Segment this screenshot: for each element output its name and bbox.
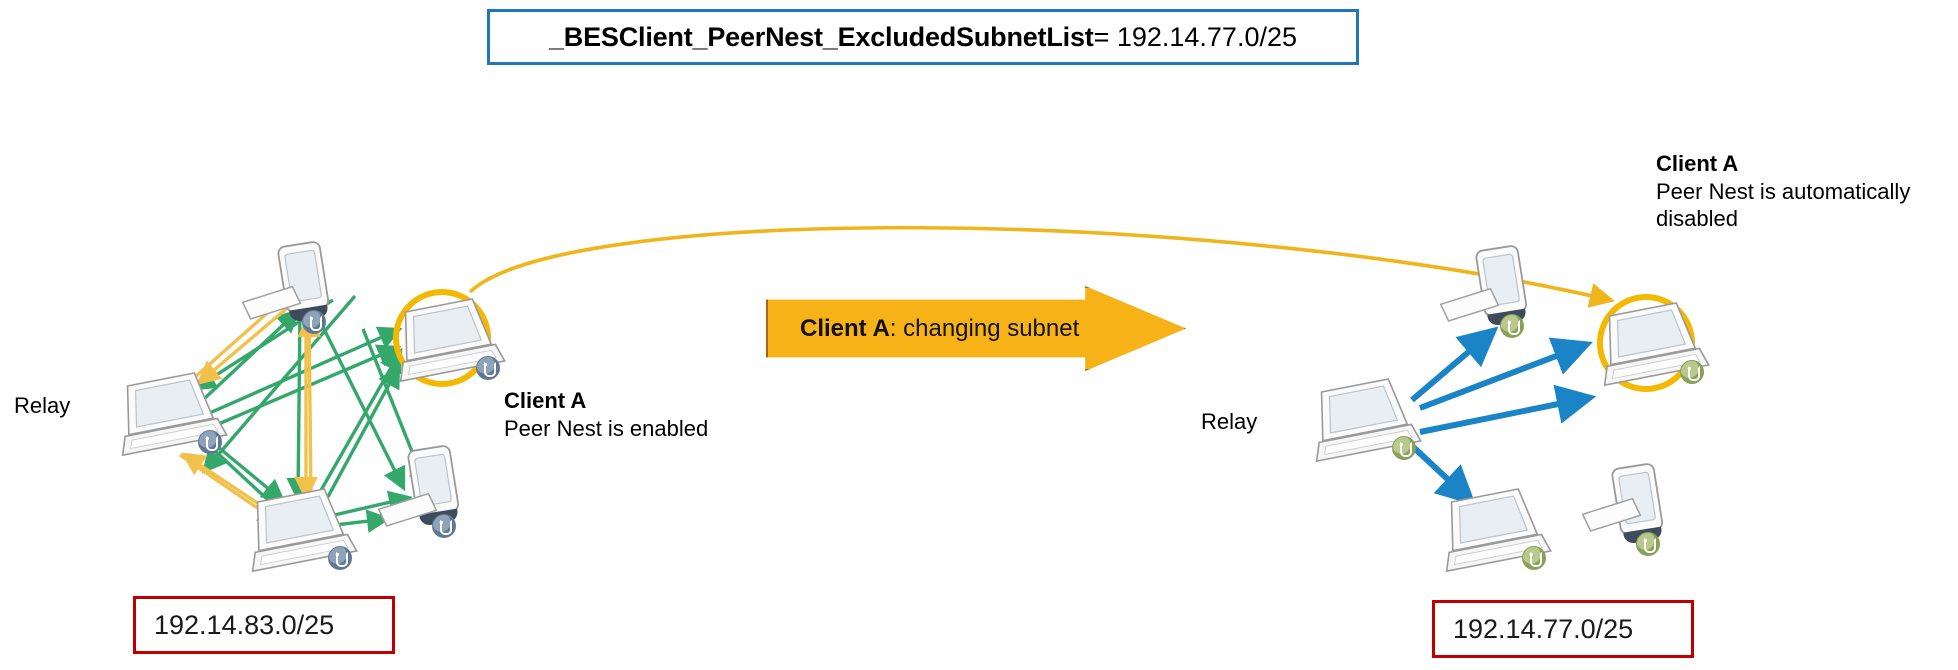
right-relay-links <box>1407 326 1597 506</box>
laptop-icon <box>1445 488 1552 573</box>
keyboard-device-left-bottom <box>374 492 440 529</box>
banner-text: Client A: changing subnet <box>800 286 1079 371</box>
client-badge-icon <box>198 430 222 454</box>
client-a-caption-left: Client A Peer Nest is enabled <box>504 387 708 442</box>
client-a-detail-right-line1: Peer Nest is automatically <box>1656 178 1911 204</box>
client-a-detail-right-line2: disabled <box>1656 206 1738 231</box>
excluded-subnet-setting-box: _BESClient_PeerNest_ExcludedSubnetList =… <box>487 9 1359 65</box>
keyboard-device-right-top <box>1436 287 1502 324</box>
laptop-icon <box>121 372 228 457</box>
banner-rest: : changing subnet <box>889 314 1080 342</box>
laptop-icon <box>1315 378 1422 463</box>
keyboard-device-right-lower <box>1578 497 1644 534</box>
setting-key: _BESClient_PeerNest_ExcludedSubnetList <box>548 21 1094 52</box>
keyboard-icon <box>377 492 438 527</box>
laptop-icon <box>251 488 358 573</box>
keyboard-icon <box>1581 497 1642 532</box>
subnet-box-right: 192.14.77.0/25 <box>1432 600 1694 658</box>
client-badge-icon <box>328 546 352 570</box>
client-badge-icon <box>432 514 456 538</box>
laptop-icon <box>1603 302 1710 387</box>
keyboard-icon <box>241 285 302 320</box>
relay-label-left: Relay <box>14 393 71 418</box>
relay-badge-icon <box>1522 546 1546 570</box>
relay-badge-icon <box>1680 360 1704 384</box>
laptop-icon <box>399 298 506 383</box>
keyboard-device-left-top <box>238 285 304 322</box>
peer-device-right-bottom <box>1432 486 1552 578</box>
client-a-title-right: Client A <box>1656 151 1739 176</box>
client-a-title-left: Client A <box>504 388 587 413</box>
client-a-detail-left: Peer Nest is enabled <box>504 415 709 441</box>
tablet-device-left-right <box>398 442 470 542</box>
relay-device-left <box>108 370 228 462</box>
keyboard-icon <box>1439 287 1500 322</box>
peer-device-left-bottom <box>238 486 358 578</box>
relay-device-right <box>1302 376 1422 468</box>
relay-badge-icon <box>1636 532 1660 556</box>
banner-strong: Client A <box>800 314 890 342</box>
client-a-device-left <box>386 296 506 388</box>
client-a-caption-right: Client A Peer Nest is automatically disa… <box>1656 150 1910 233</box>
setting-value: = 192.14.77.0/25 <box>1093 21 1297 52</box>
relay-label-right: Relay <box>1201 409 1258 434</box>
relay-badge-icon <box>1500 314 1524 338</box>
subnet-box-left: 192.14.83.0/25 <box>133 596 395 654</box>
client-badge-icon <box>302 310 326 334</box>
relay-badge-icon <box>1392 436 1416 460</box>
client-a-device-right <box>1590 300 1710 392</box>
client-badge-icon <box>476 356 500 380</box>
changing-subnet-banner: Client A: changing subnet <box>766 286 1186 371</box>
